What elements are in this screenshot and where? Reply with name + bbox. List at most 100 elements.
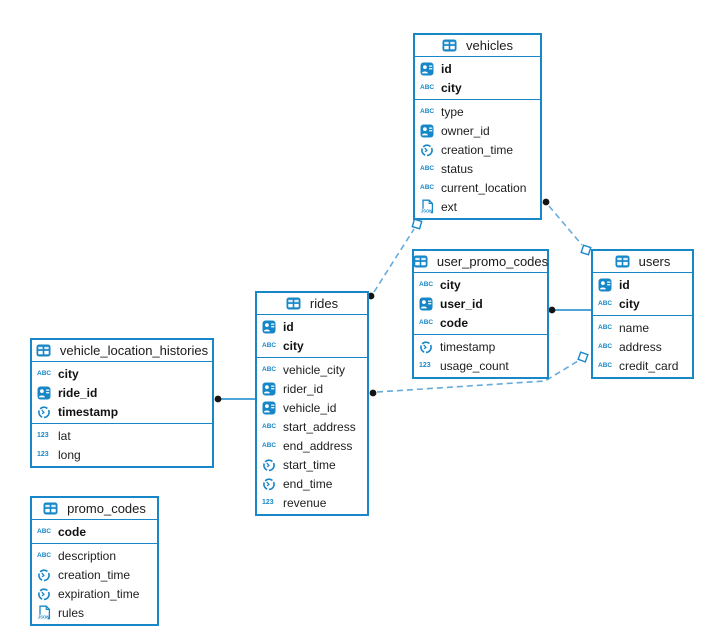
relation-endpoint-dot (369, 389, 377, 397)
timestamp-icon (37, 586, 54, 601)
columns-section: ABC description creation_time expiration… (32, 544, 157, 624)
column-row[interactable]: vehicle_id (257, 398, 367, 417)
timestamp-icon (420, 142, 437, 157)
column-row[interactable]: creation_time (32, 565, 157, 584)
column-name: id (283, 319, 294, 334)
varchar-icon: ABC (598, 300, 613, 307)
column-row[interactable]: ABC vehicle_city (257, 360, 367, 379)
column-row[interactable]: ABC status (415, 159, 540, 178)
relation-rides-users[interactable] (369, 351, 589, 397)
table-header[interactable]: users (593, 251, 692, 273)
column-row[interactable]: creation_time (415, 140, 540, 159)
column-row[interactable]: id (593, 275, 692, 294)
varchar-icon: ABC (598, 324, 613, 331)
column-row[interactable]: id (415, 59, 540, 78)
column-row[interactable]: timestamp (32, 402, 212, 421)
relation-vehicles-rides[interactable] (367, 218, 423, 300)
column-row[interactable]: owner_id (415, 121, 540, 140)
table-title: users (638, 254, 671, 269)
column-row[interactable]: ABC city (415, 78, 540, 97)
column-row[interactable]: ABC code (414, 313, 547, 332)
column-row[interactable]: expiration_time (32, 584, 157, 603)
id-icon (262, 381, 279, 396)
column-name: expiration_time (58, 586, 140, 601)
column-row[interactable]: rules (32, 603, 157, 622)
id-icon (262, 319, 279, 334)
column-row[interactable]: ABC city (593, 294, 692, 313)
varchar-icon: ABC (420, 184, 435, 191)
column-row[interactable]: ABC start_address (257, 417, 367, 436)
varchar-icon: ABC (598, 343, 613, 350)
table-vehicle-location-histories[interactable]: vehicle_location_histories ABC city ride… (30, 338, 214, 468)
column-name: id (441, 61, 452, 76)
column-row[interactable]: 123 long (32, 445, 212, 464)
id-icon (419, 296, 436, 311)
timestamp-icon (262, 476, 279, 491)
column-row[interactable]: start_time (257, 455, 367, 474)
column-row[interactable]: end_time (257, 474, 367, 493)
column-name: revenue (283, 495, 327, 510)
relation-vehicle-location-histories-rides[interactable] (214, 395, 255, 403)
relation-line (548, 205, 583, 246)
table-header[interactable]: promo_codes (32, 498, 157, 520)
column-name: usage_count (440, 358, 509, 373)
table-title: promo_codes (67, 501, 146, 516)
table-header[interactable]: user_promo_codes (414, 251, 548, 273)
column-row[interactable]: rider_id (257, 379, 367, 398)
column-row[interactable]: ABC current_location (415, 178, 540, 197)
primary-key-section: ABC city ride_id timestamp (32, 362, 212, 424)
column-row[interactable]: 123 usage_count (414, 356, 547, 375)
table-users[interactable]: users id ABC city ABC name ABC address A… (591, 249, 694, 379)
column-row[interactable]: ride_id (32, 383, 212, 402)
table-header[interactable]: vehicles (415, 35, 540, 57)
primary-key-section: id ABC city (415, 57, 540, 100)
primary-key-section: id ABC city (257, 315, 367, 358)
table-header[interactable]: vehicle_location_histories (32, 340, 212, 362)
column-row[interactable]: ABC name (593, 318, 692, 337)
column-row[interactable]: ABC code (32, 522, 157, 541)
column-row[interactable]: 123 lat (32, 426, 212, 445)
column-row[interactable]: ABC address (593, 337, 692, 356)
column-row[interactable]: ABC credit_card (593, 356, 692, 375)
column-row[interactable]: timestamp (414, 337, 547, 356)
relation-user-promo-codes-users[interactable] (548, 306, 591, 314)
column-row[interactable]: ext (415, 197, 540, 216)
column-name: code (440, 315, 469, 330)
column-row[interactable]: ABC city (32, 364, 212, 383)
column-row[interactable]: ABC type (415, 102, 540, 121)
column-name: status (441, 161, 474, 176)
number-icon: 123 (37, 432, 49, 439)
id-icon (420, 61, 437, 76)
column-name: ride_id (58, 385, 98, 400)
varchar-icon: ABC (419, 319, 434, 326)
column-row[interactable]: ABC description (32, 546, 157, 565)
table-rides[interactable]: rides id ABC city ABC vehicle_city rider… (255, 291, 369, 516)
column-row[interactable]: user_id (414, 294, 547, 313)
column-row[interactable]: ABC city (414, 275, 547, 294)
column-row[interactable]: ABC end_address (257, 436, 367, 455)
number-icon: 123 (262, 499, 274, 506)
relation-endpoint-diamond (580, 244, 592, 256)
relation-vehicles-users[interactable] (542, 198, 592, 256)
column-row[interactable]: ABC city (257, 336, 367, 355)
varchar-icon: ABC (37, 370, 52, 377)
table-promo-codes[interactable]: promo_codes ABC code ABC description cre… (30, 496, 159, 626)
table-vehicles[interactable]: vehicles id ABC city ABC type owner_id (413, 33, 542, 220)
relation-endpoint-diamond (411, 218, 423, 230)
number-icon: 123 (37, 451, 49, 458)
table-user-promo-codes[interactable]: user_promo_codes ABC city user_id ABC co… (412, 249, 549, 379)
column-name: vehicle_city (283, 362, 346, 377)
relation-endpoint-dot (214, 395, 222, 403)
column-name: start_time (283, 457, 336, 472)
column-row[interactable]: id (257, 317, 367, 336)
table-header[interactable]: rides (257, 293, 367, 315)
column-name: type (441, 104, 464, 119)
table-title: rides (309, 296, 339, 311)
column-name: lat (58, 428, 71, 443)
id-icon (262, 400, 279, 415)
varchar-icon: ABC (262, 342, 277, 349)
column-row[interactable]: 123 revenue (257, 493, 367, 512)
column-name: creation_time (58, 567, 131, 582)
